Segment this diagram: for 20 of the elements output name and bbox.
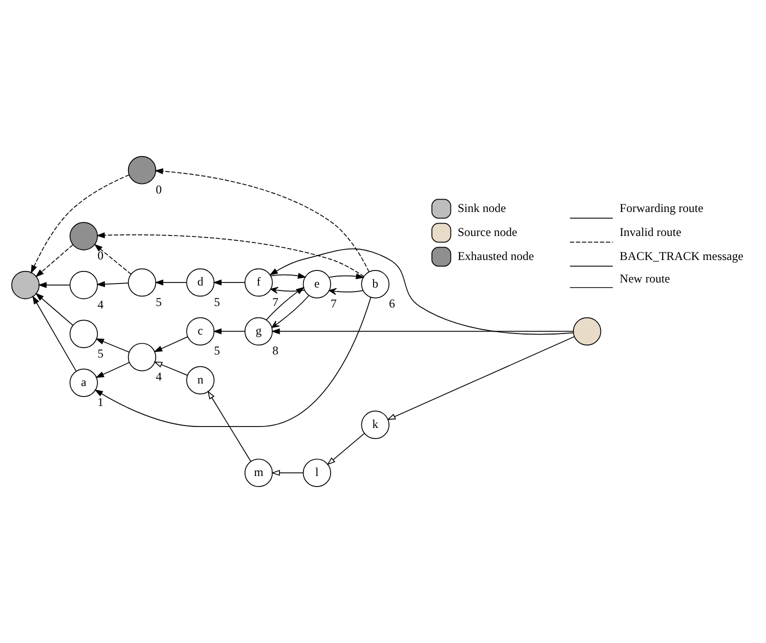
legend-label: BACK_TRACK message (620, 248, 744, 263)
node-label: 4 (97, 297, 104, 312)
node-label: 1 (97, 395, 104, 410)
node-label: 5 (156, 294, 162, 309)
node-label: 4 (156, 369, 162, 384)
node-label: 6 (389, 296, 396, 311)
node-label: 0 (97, 248, 104, 262)
legend-label: Sink node (458, 200, 506, 215)
node-label: 7 (330, 296, 337, 311)
legend-label: Source node (458, 224, 518, 239)
node-label: 5 (214, 294, 220, 309)
node-label: 5 (97, 346, 104, 360)
legend-label: Exhausted node (458, 248, 534, 263)
node-label: 5 (214, 344, 220, 358)
legend-label: Invalid route (620, 224, 682, 239)
node-label: 7 (272, 294, 278, 309)
legend-label: Forwarding route (620, 200, 704, 215)
legend-label: New route (620, 272, 670, 286)
node-label: 8 (272, 344, 278, 358)
node-label: 0 (156, 182, 162, 196)
